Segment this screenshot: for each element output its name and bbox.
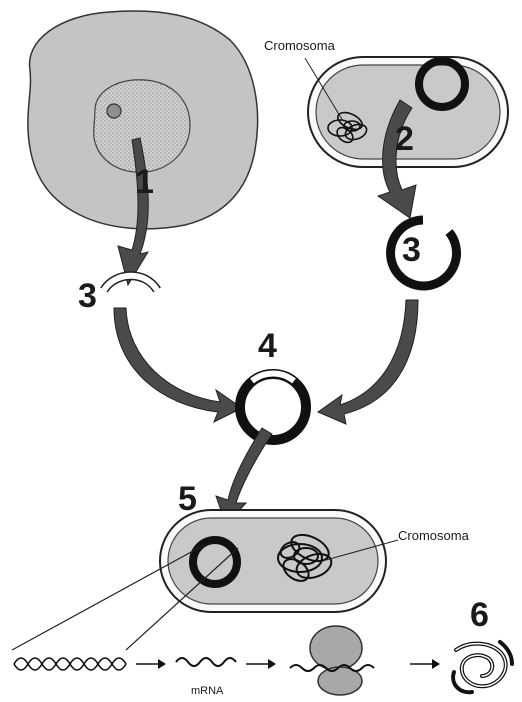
- arrow-dna-to-mrna: [136, 659, 166, 669]
- nucleolus: [107, 104, 121, 118]
- step-2: 2: [395, 120, 414, 158]
- recombinant-plasmid: [240, 374, 306, 440]
- mrna-strand: [176, 658, 236, 666]
- dna-double-helix: [14, 658, 126, 670]
- bacterium-bottom: [160, 510, 386, 612]
- ribosome: [290, 626, 374, 695]
- step-3-right: 3: [402, 231, 421, 269]
- mrna-label: mRNA: [191, 685, 224, 697]
- chromosome-label-top: Cromosoma: [264, 38, 336, 53]
- step-4: 4: [258, 327, 277, 365]
- step-1: 1: [135, 163, 154, 201]
- step-6: 6: [470, 596, 489, 634]
- arrow-ribosome-to-protein: [410, 659, 440, 669]
- arrow-mrna-to-ribosome: [246, 659, 276, 669]
- arrow-fragment-to-recombinant: [114, 308, 242, 422]
- cut-plasmid: [391, 220, 457, 286]
- chromosome-label-bottom: Cromosoma: [398, 528, 470, 543]
- step-3-left: 3: [78, 277, 97, 315]
- arrow-plasmid-to-recombinant: [318, 300, 418, 424]
